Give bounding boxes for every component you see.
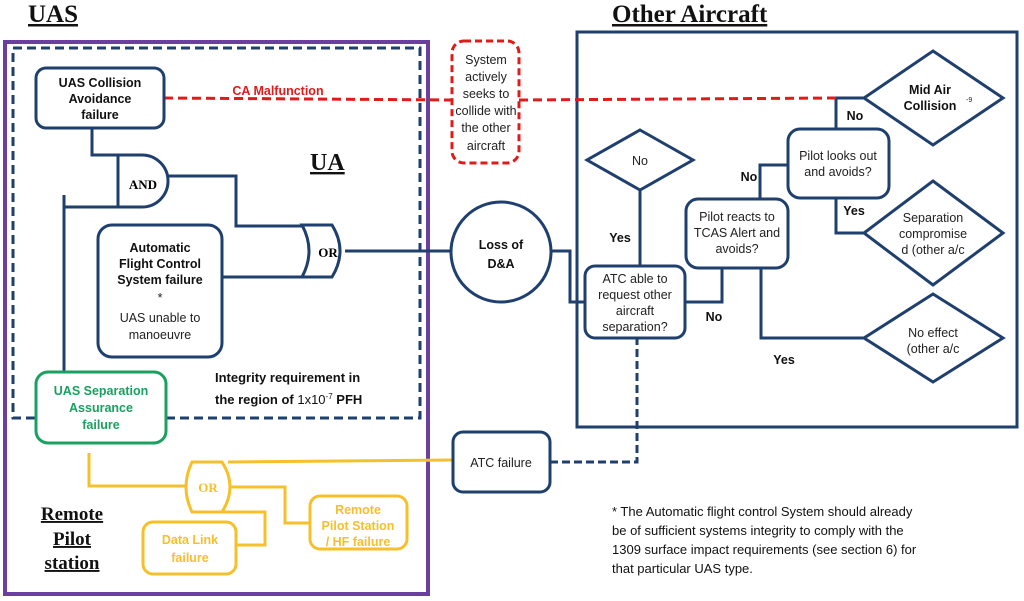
other-aircraft-boundary [575,30,1019,429]
heading-other-aircraft: Other Aircraft [612,1,768,28]
svg-text:Data Link: Data Link [162,533,218,547]
system-collide-node: System actively seeks to collide with th… [450,39,521,165]
svg-text:Flight Control: Flight Control [119,257,201,271]
svg-text:the region of 1x10-7 PFH: the region of 1x10-7 PFH [215,392,362,407]
svg-text:failure: failure [82,418,120,432]
svg-text:UAS unable to: UAS unable to [120,311,201,325]
svg-text:Collision: Collision [904,99,957,113]
ua-boundary [11,46,422,420]
no-effect-node: No effect (other a/c [861,292,1006,384]
svg-text:avoids?: avoids? [715,242,758,256]
ca-malfunction-line [163,96,453,102]
heading-ua: UA [310,150,345,176]
svg-text:Separation: Separation [903,211,964,225]
svg-text:Remote: Remote [41,504,103,525]
svg-text:that particular UAS type.: that particular UAS type. [612,561,753,576]
pilot-tcas-node: Pilot reacts to TCAS Alert and avoids? [684,197,790,270]
ca-malfunction-line-right [518,96,837,102]
svg-text:/ HF failure: / HF failure [326,535,391,549]
svg-text:System: System [465,53,507,67]
svg-text:Assurance: Assurance [69,401,133,415]
svg-text:request other: request other [598,288,672,302]
svg-text:(other a/c: (other a/c [907,342,960,356]
edge-label-no: No [847,109,864,123]
svg-text:failure: failure [171,551,209,565]
svg-text:manoeuvre: manoeuvre [129,328,192,342]
svg-text:separation?: separation? [602,320,667,334]
svg-text:* The Automatic flight control: * The Automatic flight control System sh… [612,504,913,519]
svg-text:seeks to: seeks to [463,87,510,101]
edge-label-no: No [741,170,758,184]
svg-text:-9: -9 [966,97,972,104]
svg-text:OR: OR [198,480,218,495]
edge-label-yes: Yes [773,353,795,367]
collision-avoidance-failure-node: UAS Collision Avoidance failure [34,66,166,130]
svg-text:aircraft: aircraft [467,139,506,153]
svg-text:ATC failure: ATC failure [470,456,532,470]
svg-text:failure: failure [81,108,119,122]
separation-compromised-node: Separation compromise d (other a/c [861,179,1006,287]
edge-label-no: No [706,310,723,324]
remote-pilot-connectors [87,453,454,547]
separation-assurance-failure-node: UAS Separation Assurance failure [34,370,168,445]
svg-text:and avoids?: and avoids? [804,165,871,179]
svg-text:UAS Collision: UAS Collision [59,76,142,90]
svg-text:AND: AND [129,177,157,192]
svg-text:Loss of: Loss of [479,238,524,252]
svg-text:station: station [45,553,100,574]
svg-text:*: * [158,291,163,305]
loss-of-da-node: Loss of D&A [449,200,553,304]
rps-or-gate: OR [184,460,232,514]
atc-request-node: ATC able to request other aircraft separ… [583,264,687,340]
edge-label-yes: Yes [843,204,865,218]
svg-text:collide with: collide with [455,104,516,118]
heading-uas: UAS [28,1,78,28]
edge-label-yes: Yes [609,231,631,245]
svg-text:Automatic: Automatic [129,241,190,255]
svg-text:Mid Air: Mid Air [909,83,951,97]
svg-text:compromise: compromise [899,227,967,241]
data-link-failure-node: Data Link failure [141,520,238,576]
no-diamond-node: No [583,128,697,192]
svg-text:Pilot looks out: Pilot looks out [799,149,877,163]
svg-text:be of sufficient systems integ: be of sufficient systems integrity to co… [612,523,904,538]
remote-pilot-station-failure-node: Remote Pilot Station / HF failure [308,494,409,551]
pilot-looks-out-node: Pilot looks out and avoids? [786,127,891,200]
svg-text:Remote: Remote [335,503,381,517]
svg-text:ATC able to: ATC able to [602,272,667,286]
svg-text:No: No [632,154,648,168]
svg-text:actively: actively [465,70,507,84]
svg-text:the other: the other [461,121,510,135]
and-gate: AND [116,153,170,209]
svg-text:D&A: D&A [487,257,514,271]
svg-text:OR: OR [318,245,338,260]
svg-text:TCAS Alert and: TCAS Alert and [694,226,780,240]
footnote: * The Automatic flight control System sh… [612,504,917,576]
mid-air-collision-node: Mid Air Collision -9 [861,49,1006,147]
edge-labels: Yes No No Yes No Yes [609,109,865,367]
ca-malfunction-label: CA Malfunction [232,84,323,98]
svg-text:d (other a/c: d (other a/c [901,243,964,257]
svg-text:Pilot: Pilot [53,529,92,550]
svg-text:1309 surface impact requiremen: 1309 surface impact requirements (see se… [612,542,917,557]
svg-text:Avoidance: Avoidance [69,92,132,106]
atc-failure-node: ATC failure [451,430,552,494]
connector-lines [62,96,864,464]
svg-text:UAS Separation: UAS Separation [54,384,148,398]
afcs-failure-node: Automatic Flight Control System failure … [96,223,224,359]
heading-remote-pilot-station: Remote Pilot station [41,504,103,574]
svg-text:Pilot Station: Pilot Station [322,519,395,533]
svg-text:Integrity requirement in: Integrity requirement in [215,370,360,385]
uas-boundary [3,40,430,596]
svg-text:No effect: No effect [908,326,958,340]
svg-text:aircraft: aircraft [616,304,655,318]
svg-text:Pilot reacts to: Pilot reacts to [699,210,775,224]
integrity-requirement-note: Integrity requirement in the region of 1… [215,370,362,407]
svg-text:System failure: System failure [117,273,203,287]
or-gate: OR [299,223,342,279]
